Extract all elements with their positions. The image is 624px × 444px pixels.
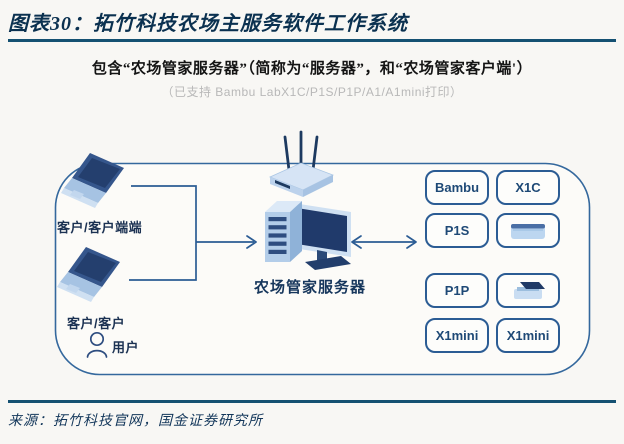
printer-box-x1mini-right: X1mini	[496, 318, 560, 353]
figure-subtitle: 包含“农场管家服务器”（简称为“服务器”，和“农场管家客户端'）	[91, 61, 533, 77]
arrow-head-right	[246, 235, 257, 249]
server-icon	[265, 201, 351, 270]
printer-box-x1mini-left: X1mini	[425, 318, 489, 353]
printer-box-label: Bambu	[434, 180, 480, 195]
printer-3d-icon	[514, 281, 545, 299]
client-1-label: 客户/客户端端	[57, 220, 143, 235]
printer-box-p1s: P1S	[425, 213, 489, 248]
server-label: 农场管家服务器	[253, 279, 366, 296]
user-label: 用户	[112, 340, 140, 355]
printer-box-icon-2	[496, 273, 560, 308]
top-divider-line	[8, 39, 616, 42]
source-attribution: 来源：拓竹科技官网，国金证券研究所	[8, 414, 263, 429]
printer-box-icon	[511, 223, 545, 239]
figure-title: 图表30：拓竹科技农场主服务软件工作系统	[8, 13, 408, 35]
printer-box-p1p: P1P	[425, 273, 489, 308]
arrow-head-left	[351, 235, 362, 249]
printer-box-label: X1mini	[506, 328, 550, 343]
router-icon	[268, 130, 334, 197]
client-junction-line	[129, 185, 197, 281]
client-2-label: 客户/客户	[67, 316, 126, 331]
printer-box-label: P1S	[444, 223, 470, 238]
bottom-divider-line	[8, 400, 616, 403]
printer-box-label: X1C	[515, 180, 541, 195]
printer-box-bambu: Bambu	[425, 170, 489, 205]
printer-box-label: P1P	[444, 283, 470, 298]
arrow-head-right2	[406, 235, 417, 249]
printer-box-icon-1	[496, 213, 560, 248]
user-person-icon	[86, 331, 108, 358]
printer-box-label: X1mini	[435, 328, 479, 343]
printer-box-x1c: X1C	[496, 170, 560, 205]
printer-support-note: （已支持 Bambu LabX1C/P1S/P1P/A1/A1mini打印）	[161, 85, 463, 99]
